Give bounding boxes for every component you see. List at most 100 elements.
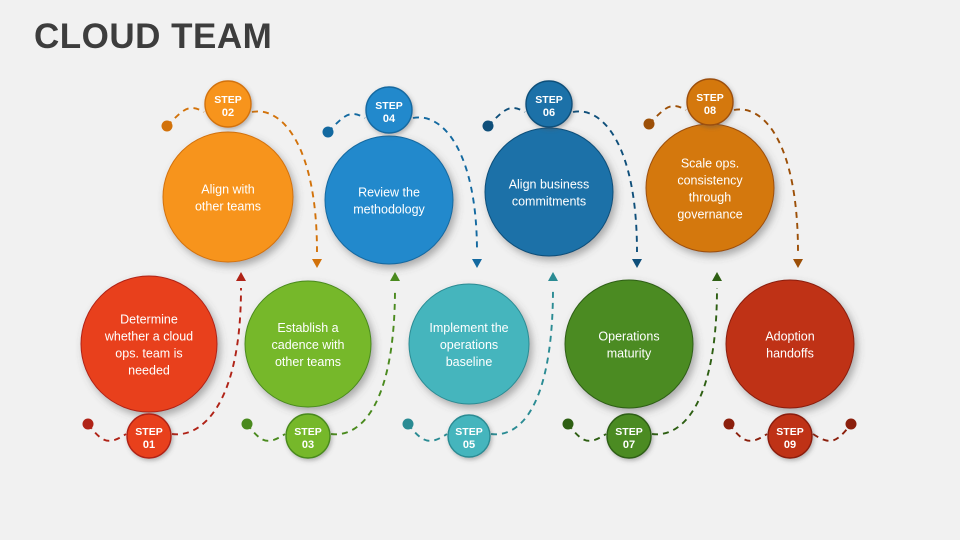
step-badge-word: STEP (455, 426, 482, 438)
step-badge-word: STEP (135, 426, 162, 438)
connector-lead-segment (166, 107, 205, 127)
step-badge-number: 04 (383, 113, 396, 125)
connector-lead-segment (648, 105, 687, 125)
step-circle[interactable] (564, 279, 694, 409)
connector-arrowhead (236, 272, 246, 281)
step-badge-word: STEP (375, 100, 402, 112)
connector-step-01 (82, 272, 246, 442)
connector-main-segment (251, 110, 318, 253)
step-circle[interactable] (484, 127, 614, 257)
connector-step-02 (161, 107, 322, 268)
connector-main-segment (812, 423, 852, 442)
step-badge-circle[interactable] (686, 78, 734, 126)
connector-end-dot (845, 418, 857, 430)
connector-layer (82, 105, 857, 442)
step-badge-number: 09 (784, 439, 796, 451)
step-badge-word: STEP (214, 94, 241, 106)
step-badge-number: 08 (704, 105, 716, 117)
step-circle[interactable] (725, 279, 855, 409)
step-badge-circle[interactable] (126, 413, 172, 459)
step-circle[interactable] (324, 135, 454, 265)
page-title: CLOUD TEAM (34, 17, 273, 56)
step-badge-number: 05 (463, 439, 475, 451)
step-circle[interactable] (80, 275, 218, 413)
connector-arrowhead (548, 272, 558, 281)
step-badge-circle[interactable] (767, 413, 813, 459)
connector-step-06 (482, 107, 642, 268)
connector-step-08 (643, 105, 803, 268)
step-badge-number: 02 (222, 107, 234, 119)
step-badge-word: STEP (696, 92, 723, 104)
connector-lead-segment (487, 107, 526, 127)
step-badge-number: 07 (623, 439, 635, 451)
connector-main-segment (651, 287, 718, 436)
connector-arrowhead (793, 259, 803, 268)
step-badge-circle[interactable] (525, 80, 573, 128)
connector-step-03 (241, 272, 400, 442)
connector-step-07 (562, 272, 722, 442)
step-badge-number: 06 (543, 107, 555, 119)
connector-step-09 (723, 418, 857, 442)
step-circle[interactable] (645, 123, 775, 253)
step-badge-word: STEP (776, 426, 803, 438)
connector-step-04 (322, 113, 482, 268)
step-badge-word: STEP (615, 426, 642, 438)
connector-main-segment (171, 287, 242, 436)
connector-main-segment (490, 287, 554, 436)
step-badge-number: 03 (302, 439, 314, 451)
connector-lead-segment (87, 423, 127, 442)
connector-lead-segment (327, 113, 366, 133)
step-badge-number: 01 (143, 439, 155, 451)
connector-arrowhead (472, 259, 482, 268)
connector-main-segment (733, 108, 799, 253)
connector-arrowhead (712, 272, 722, 281)
connector-arrowhead (312, 259, 322, 268)
step-circle[interactable] (162, 131, 294, 263)
connector-arrowhead (390, 272, 400, 281)
step-badge-circle[interactable] (285, 413, 331, 459)
connector-main-segment (572, 110, 638, 253)
step-badge-circle[interactable] (204, 80, 252, 128)
connector-lead-segment (246, 423, 286, 442)
step-badge-circle[interactable] (606, 413, 652, 459)
connector-lead-segment (728, 423, 768, 442)
step-badge-circle[interactable] (365, 86, 413, 134)
step-badge-word: STEP (294, 426, 321, 438)
connector-lead-segment (567, 423, 607, 442)
connector-lead-segment (407, 423, 448, 442)
step-circle[interactable] (244, 280, 372, 408)
step-circle[interactable] (408, 283, 530, 405)
step-badge-circle[interactable] (447, 414, 491, 458)
connector-step-05 (402, 272, 558, 442)
connector-arrowhead (632, 259, 642, 268)
